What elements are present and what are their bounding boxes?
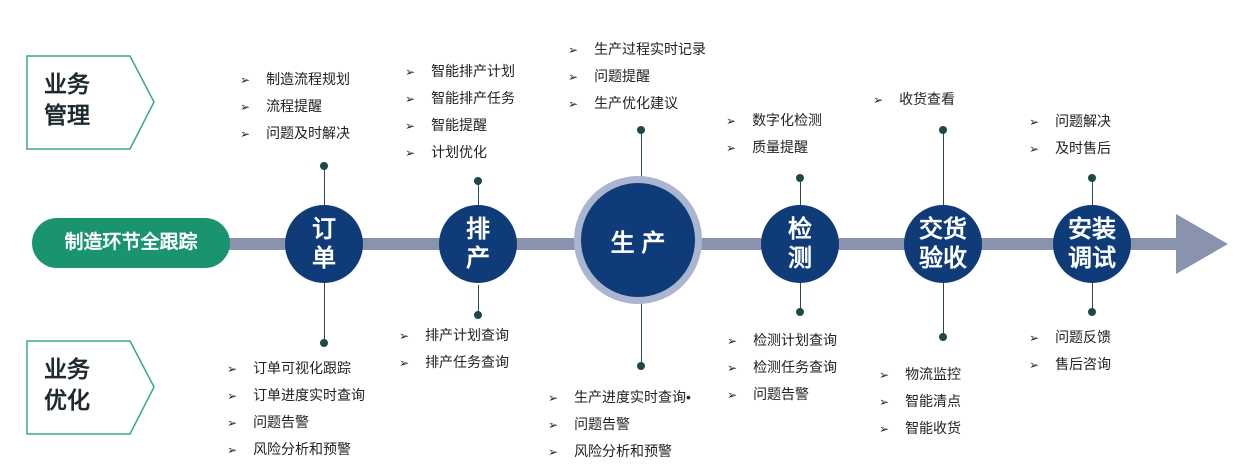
list-item: 计划优化 bbox=[405, 139, 515, 166]
stage-install-optimization-list: 问题反馈 售后咨询 bbox=[1029, 324, 1111, 378]
list-item: 质量提醒 bbox=[726, 134, 822, 161]
side-label-management: 业务 管理 bbox=[26, 55, 155, 150]
stage-node-inspection-line1: 检 bbox=[788, 216, 812, 243]
stage-node-order: 订 单 bbox=[285, 205, 363, 283]
list-item: 订单可视化跟踪 bbox=[227, 355, 365, 382]
stage-production-optimization-list: 生产进度实时查询• 问题告警 风险分析和预警 bbox=[548, 384, 691, 465]
list-item: 智能提醒 bbox=[405, 112, 515, 139]
list-item: 智能清点 bbox=[879, 388, 961, 415]
side-label-optimization-line2: 优化 bbox=[44, 387, 90, 413]
stage-node-delivery-line2: 验收 bbox=[919, 245, 967, 272]
list-item: 流程提醒 bbox=[240, 93, 350, 120]
list-item: 排产任务查询 bbox=[399, 349, 509, 376]
list-item: 智能排产任务 bbox=[405, 85, 515, 112]
stage-node-production-label: 生 产 bbox=[610, 229, 666, 257]
list-item: 售后咨询 bbox=[1029, 351, 1111, 378]
side-label-optimization: 业务 优化 bbox=[26, 340, 155, 435]
list-item: 检测计划查询 bbox=[727, 327, 837, 354]
main-label-pill: 制造环节全跟踪 bbox=[32, 218, 230, 268]
stage-schedule-management-list: 智能排产计划 智能排产任务 智能提醒 计划优化 bbox=[405, 58, 515, 166]
list-item: 生产进度实时查询• bbox=[548, 384, 691, 411]
stage-node-order-line2: 单 bbox=[312, 245, 336, 272]
stage-production-bottom-line bbox=[641, 302, 642, 366]
list-item: 问题及时解决 bbox=[240, 120, 350, 147]
stage-delivery-top-dot bbox=[939, 126, 947, 134]
list-item: 订单进度实时查询 bbox=[227, 382, 365, 409]
stage-node-install-line1: 安装 bbox=[1068, 216, 1116, 243]
stage-order-top-dot bbox=[320, 162, 328, 170]
side-label-optimization-line1: 业务 bbox=[44, 356, 90, 382]
list-item: 问题告警 bbox=[727, 381, 837, 408]
stage-delivery-optimization-list: 物流监控 智能清点 智能收货 bbox=[879, 361, 961, 442]
list-item: 问题告警 bbox=[548, 411, 691, 438]
stage-order-bottom-line bbox=[324, 280, 325, 342]
stage-node-inspection: 检 测 bbox=[761, 205, 839, 283]
stage-schedule-optimization-list: 排产计划查询 排产任务查询 bbox=[399, 322, 509, 376]
stage-delivery-bottom-line bbox=[943, 282, 944, 337]
list-item: 问题反馈 bbox=[1029, 324, 1111, 351]
stage-node-order-line1: 订 bbox=[312, 216, 336, 243]
list-item: 风险分析和预警 bbox=[548, 438, 691, 465]
list-item: 问题解决 bbox=[1029, 108, 1111, 135]
list-item: 物流监控 bbox=[879, 361, 961, 388]
stage-node-install-line2: 调试 bbox=[1068, 245, 1116, 272]
stage-inspection-optimization-list: 检测计划查询 检测任务查询 问题告警 bbox=[727, 327, 837, 408]
stage-order-top-line bbox=[324, 166, 325, 216]
stage-node-schedule: 排 产 bbox=[439, 205, 517, 283]
list-item: 生产过程实时记录 bbox=[568, 36, 706, 63]
stage-node-install: 安装 调试 bbox=[1053, 205, 1131, 283]
side-label-management-line2: 管理 bbox=[44, 102, 90, 128]
stage-schedule-bottom-line bbox=[478, 285, 479, 315]
stage-install-bottom-line bbox=[1092, 282, 1093, 312]
stage-install-management-list: 问题解决 及时售后 bbox=[1029, 108, 1111, 162]
stage-inspection-management-list: 数字化检测 质量提醒 bbox=[726, 107, 822, 161]
list-item: 问题提醒 bbox=[568, 63, 706, 90]
stage-schedule-top-dot bbox=[474, 177, 482, 185]
list-item: 检测任务查询 bbox=[727, 354, 837, 381]
list-item: 收货查看 bbox=[873, 86, 955, 113]
stage-node-delivery-line1: 交货 bbox=[919, 216, 967, 243]
stage-node-delivery: 交货 验收 bbox=[904, 205, 982, 283]
stage-delivery-management-list: 收货查看 bbox=[873, 86, 955, 113]
stage-schedule-bottom-dot bbox=[474, 311, 482, 319]
stage-install-top-dot bbox=[1088, 174, 1096, 182]
stage-inspection-bottom-line bbox=[800, 282, 801, 312]
list-item: 智能收货 bbox=[879, 415, 961, 442]
stage-node-production: 生 产 bbox=[581, 183, 695, 297]
stage-delivery-bottom-dot bbox=[939, 333, 947, 341]
stage-order-management-list: 制造流程规划 流程提醒 问题及时解决 bbox=[240, 66, 350, 147]
stage-production-management-list: 生产过程实时记录 问题提醒 生产优化建议 bbox=[568, 36, 706, 117]
stage-delivery-top-line bbox=[943, 130, 944, 206]
timeline-arrow-icon bbox=[1176, 214, 1228, 274]
stage-production-top-line bbox=[641, 130, 642, 178]
list-item: 及时售后 bbox=[1029, 135, 1111, 162]
stage-order-bottom-dot bbox=[320, 339, 328, 347]
list-item: 问题告警 bbox=[227, 409, 365, 436]
list-item: 风险分析和预警 bbox=[227, 436, 365, 463]
stage-schedule-top-line bbox=[478, 181, 479, 221]
stage-order-optimization-list: 订单可视化跟踪 订单进度实时查询 问题告警 风险分析和预警 bbox=[227, 355, 365, 463]
stage-inspection-bottom-dot bbox=[796, 308, 804, 316]
stage-inspection-top-dot bbox=[796, 174, 804, 182]
stage-production-bottom-dot bbox=[637, 362, 645, 370]
stage-production-top-dot bbox=[637, 126, 645, 134]
stage-install-top-line bbox=[1092, 178, 1093, 214]
stage-node-schedule-line2: 产 bbox=[466, 245, 490, 272]
list-item: 制造流程规划 bbox=[240, 66, 350, 93]
list-item: 生产优化建议 bbox=[568, 90, 706, 117]
stage-node-inspection-line2: 测 bbox=[788, 245, 812, 272]
side-label-management-line1: 业务 bbox=[44, 71, 90, 97]
stage-inspection-top-line bbox=[800, 178, 801, 220]
list-item: 排产计划查询 bbox=[399, 322, 509, 349]
list-item: 智能排产计划 bbox=[405, 58, 515, 85]
stage-node-schedule-line1: 排 bbox=[466, 216, 490, 243]
list-item: 数字化检测 bbox=[726, 107, 822, 134]
stage-install-bottom-dot bbox=[1088, 308, 1096, 316]
